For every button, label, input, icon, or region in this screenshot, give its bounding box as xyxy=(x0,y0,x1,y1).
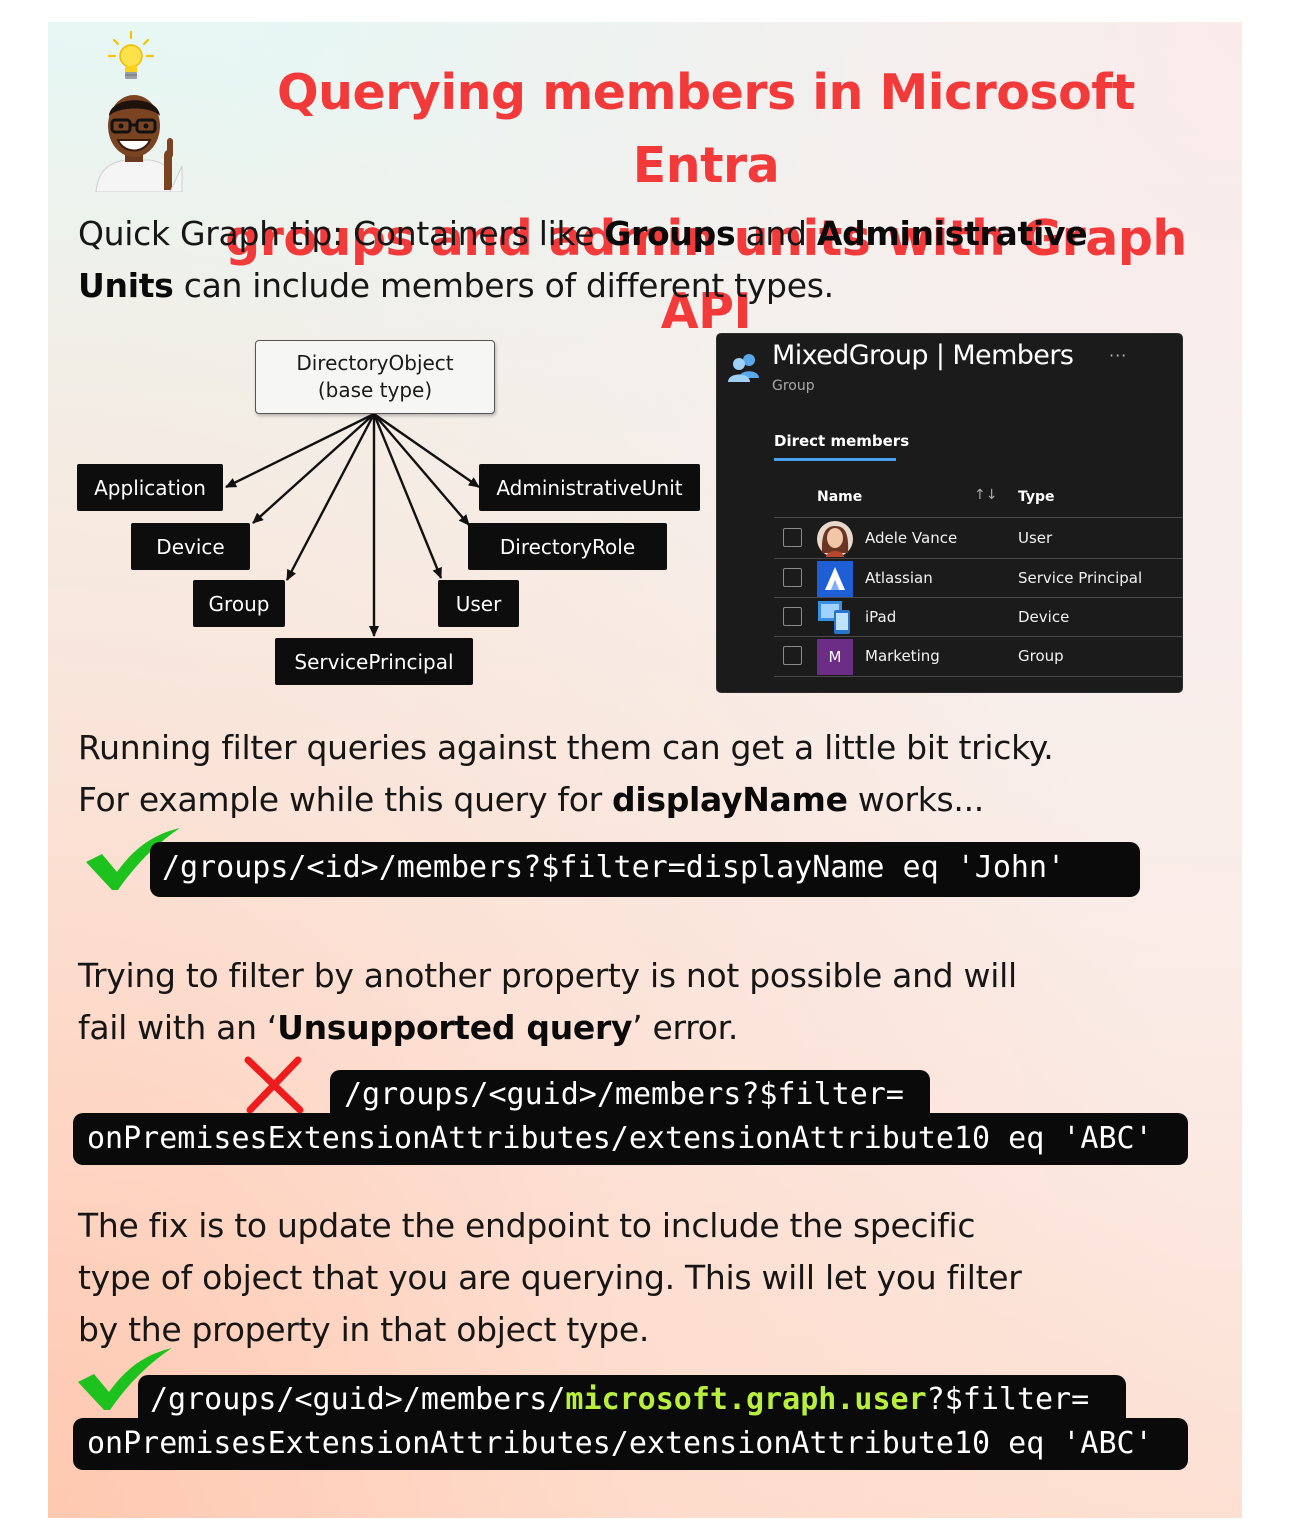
row-divider xyxy=(774,636,1182,637)
node-application: Application xyxy=(77,464,223,511)
table-row[interactable]: Atlassian Service Principal xyxy=(774,559,1182,598)
section2-text: works... xyxy=(847,780,984,819)
device-icon xyxy=(818,601,850,634)
node-directoryrole: DirectoryRole xyxy=(468,523,667,570)
intro-text: Quick Graph tip: Containers like xyxy=(78,214,605,253)
table-row[interactable]: iPad Device xyxy=(774,598,1182,637)
row-type: User xyxy=(1018,529,1053,547)
code-fix-line2: onPremisesExtensionAttributes/extensionA… xyxy=(73,1418,1188,1470)
bold-displayname: displayName xyxy=(612,780,848,819)
memoji-avatar-icon xyxy=(95,95,183,192)
arrow-to-directoryrole xyxy=(373,413,470,526)
portal-subtitle: Group xyxy=(772,378,815,394)
column-header-name[interactable]: Name xyxy=(817,489,863,505)
arrow-to-administrativeunit xyxy=(373,413,480,488)
row-divider xyxy=(774,597,1182,598)
portal-members-panel: MixedGroup | Members ··· Group Direct me… xyxy=(716,333,1183,693)
row-name[interactable]: Atlassian xyxy=(865,569,933,587)
title-line-2: groups and admin units with Graph API xyxy=(225,210,1187,340)
title-line-1: Querying members in Microsoft Entra xyxy=(277,64,1135,194)
node-serviceprincipal: ServicePrincipal xyxy=(275,638,473,685)
code-fix-filter: ?$filter= xyxy=(926,1382,1090,1417)
table-row[interactable]: Adele Vance User xyxy=(774,519,1182,558)
tab-active-indicator xyxy=(774,458,896,461)
intro-text: can include members of different types. xyxy=(173,266,834,305)
row-divider xyxy=(774,517,1182,518)
code-unsupported-line2: onPremisesExtensionAttributes/extensionA… xyxy=(73,1113,1188,1165)
portal-title: MixedGroup | Members xyxy=(772,340,1074,371)
row-checkbox[interactable] xyxy=(783,528,802,547)
code-fix-type-cast: microsoft.graph.user xyxy=(565,1382,927,1417)
node-device: Device xyxy=(131,523,250,570)
section4-text: type of object that you are querying. Th… xyxy=(78,1258,1022,1297)
intro-bold-administrative: Administrative xyxy=(816,214,1088,253)
section-unsupported: Trying to filter by another property is … xyxy=(78,950,1017,1054)
section3-text: ’ error. xyxy=(632,1008,739,1047)
section3-text: fail with an ‘ xyxy=(78,1008,278,1047)
section4-text: The fix is to update the endpoint to inc… xyxy=(78,1206,976,1245)
user-photo-icon xyxy=(817,521,853,557)
row-checkbox[interactable] xyxy=(783,568,802,587)
node-group: Group xyxy=(193,580,285,627)
section2-text: Running filter queries against them can … xyxy=(78,728,1054,767)
page-title: Querying members in Microsoft Entra grou… xyxy=(196,56,1216,348)
table-row[interactable]: M Marketing Group xyxy=(774,637,1182,676)
lightbulb-icon xyxy=(108,30,154,79)
row-type: Device xyxy=(1018,608,1070,626)
group-initial-icon: M xyxy=(817,639,853,675)
section-fix: The fix is to update the endpoint to inc… xyxy=(78,1200,1022,1356)
row-checkbox[interactable] xyxy=(783,607,802,626)
sort-arrows-icon[interactable]: ↑↓ xyxy=(974,487,998,503)
intro-paragraph: Quick Graph tip: Containers like Groups … xyxy=(78,208,1088,312)
intro-bold-units: Units xyxy=(78,266,174,305)
column-header-type[interactable]: Type xyxy=(1018,489,1055,505)
cross-icon xyxy=(244,1056,304,1114)
row-name[interactable]: Marketing xyxy=(865,647,940,665)
atlassian-logo-icon xyxy=(817,561,853,597)
node-root-sublabel: (base type) xyxy=(317,378,433,402)
row-divider xyxy=(774,676,1182,677)
node-root-label: DirectoryObject xyxy=(296,351,454,375)
row-type: Service Principal xyxy=(1018,569,1143,587)
section-filter-tricky: Running filter queries against them can … xyxy=(78,722,1054,826)
code-fix-path: /groups/<guid>/members/ xyxy=(150,1382,566,1417)
node-user: User xyxy=(438,580,519,627)
tab-direct-members[interactable]: Direct members xyxy=(774,432,910,450)
arrow-to-group xyxy=(285,413,376,581)
infographic-card xyxy=(48,22,1242,1518)
section2-text: For example while this query for xyxy=(78,780,613,819)
arrow-to-application xyxy=(225,412,375,489)
code-query-displayname: /groups/<id>/members?$filter=displayName… xyxy=(150,842,1140,897)
intro-bold-groups: Groups xyxy=(604,214,736,253)
row-name[interactable]: iPad xyxy=(865,608,897,626)
node-directoryobject: DirectoryObject (base type) xyxy=(255,340,495,414)
arrow-to-user xyxy=(372,413,443,579)
people-icon xyxy=(728,354,759,382)
section3-text: Trying to filter by another property is … xyxy=(78,956,1017,995)
row-divider xyxy=(774,558,1182,559)
node-administrativeunit: AdministrativeUnit xyxy=(479,464,700,511)
section4-text: by the property in that object type. xyxy=(78,1310,650,1349)
intro-text: and xyxy=(735,214,817,253)
row-type: Group xyxy=(1018,647,1064,665)
row-checkbox[interactable] xyxy=(783,646,802,665)
hierarchy-arrows xyxy=(225,412,480,637)
arrow-to-device xyxy=(252,413,375,524)
row-name[interactable]: Adele Vance xyxy=(865,529,958,547)
bold-unsupported-query: Unsupported query xyxy=(277,1008,633,1047)
checkmark-icon xyxy=(78,1348,172,1410)
more-options-icon[interactable]: ··· xyxy=(1109,346,1128,365)
